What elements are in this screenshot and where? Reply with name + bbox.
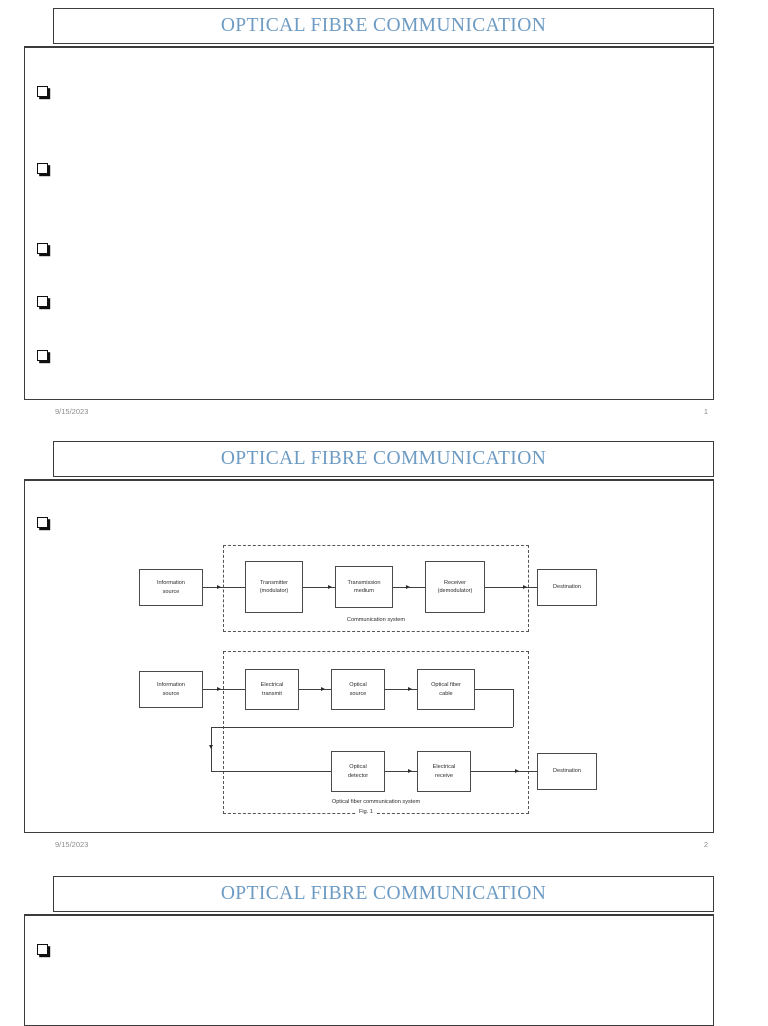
box-label-line-1: Destination [553,584,581,591]
connector-line [385,689,417,690]
footer-page-number: 2 [703,840,708,849]
footer-page-number: 1 [703,407,708,416]
figure-label: Fig. 1 [356,809,376,815]
slide-2-title-box: OPTICAL FIBRE COMMUNICATION [53,441,714,477]
page-title: OPTICAL FIBRE COMMUNICATION [220,15,547,36]
box-label-line-1: Optical [349,764,367,771]
diagram-box-transmitter: Transmitter (modulator) [245,561,303,613]
list-item-bullet-5 [37,350,48,361]
connector-line-wrap-right [513,689,514,727]
diagram-box-information-source: Information source [139,569,203,606]
communication-system-dashed-boundary [223,545,529,632]
optical-fiber-communication-system-diagram: Information source Electrical transmit [25,641,713,841]
arrowhead-icon [515,768,519,773]
connector-line [385,771,417,772]
box-label-line-1: Transmitter [259,579,289,586]
slide-1-body-box [24,46,714,400]
box-label-line-1: Optical [349,682,367,689]
diagram-box-electrical-transmit: Electrical transmit [245,669,299,710]
slide-1: OPTICAL FIBRE COMMUNICATION 9/15/2023 1 [0,0,768,430]
arrowhead-icon [408,686,412,691]
page-title: OPTICAL FIBRE COMMUNICATION [220,883,547,904]
arrowhead-icon [523,584,527,589]
diagram-box-optical-detector: Optical detector [331,751,385,792]
diagram-box-optical-source: Optical source [331,669,385,710]
box-label-line-2: receive [434,772,454,779]
communication-system-diagram: Information source Transmitter (modulato… [25,481,713,701]
diagram-box-transmission-medium: Transmission medium [335,566,393,608]
optical-system-dashed-boundary [223,651,529,814]
slide-3-body-box [24,914,714,1026]
box-label-line-2: (demodulator) [437,588,473,594]
box-label-line-1: Electrical [432,764,456,771]
box-label-line-2: source [162,690,180,697]
connector-line [471,771,537,772]
arrowhead-icon [406,584,410,589]
arrowhead-icon [208,745,213,749]
communication-system-caption: Communication system [346,617,406,623]
list-item-bullet-2 [37,163,48,174]
diagram-box-receiver: Receiver (demodulator) [425,561,485,613]
slide-2-body-box: Information source Transmitter (modulato… [24,479,714,833]
connector-line [485,587,537,588]
connector-line [211,771,331,772]
slide-3: OPTICAL FIBRE COMMUNICATION [0,868,768,1026]
box-label-line-1: Electrical [260,682,284,689]
box-label-line-1: Information [157,682,185,689]
box-label-line-1: Transmission [347,579,381,586]
diagram-box-information-source: Information source [139,671,203,708]
connector-line [299,689,331,690]
diagram-box-optical-fiber-cable: Optical fiber cable [417,669,475,710]
list-item-bullet-3 [37,243,48,254]
box-label-line-2: source [349,690,367,697]
diagram-box-electrical-receive: Electrical receive [417,751,471,792]
arrowhead-icon [217,584,221,589]
arrowhead-icon [328,584,332,589]
connector-line-wrap-down [211,749,212,771]
diagram-box-destination: Destination [537,753,597,790]
slide-1-title-box: OPTICAL FIBRE COMMUNICATION [53,8,714,44]
arrowhead-icon [408,768,412,773]
footer-date: 9/15/2023 [55,840,89,849]
connector-line [203,689,245,690]
arrowhead-icon [217,686,221,691]
page-title: OPTICAL FIBRE COMMUNICATION [220,448,547,469]
connector-line-wrap-bottom [211,727,513,728]
box-label-line-2: source [162,588,180,595]
box-label-line-1: Destination [553,768,581,775]
slide-2: OPTICAL FIBRE COMMUNICATION Information … [0,433,768,865]
diagram-box-destination: Destination [537,569,597,606]
connector-line-wrap-top [475,689,513,690]
box-label-line-1: Information [157,580,185,587]
connector-line-wrap-left [211,727,212,753]
list-item-bullet-1 [37,944,48,955]
box-label-line-1: Receiver [443,579,467,586]
box-label-line-2: medium [354,588,374,594]
list-item-bullet-4 [37,296,48,307]
list-item-bullet-1 [37,86,48,97]
list-item-bullet-1 [37,517,48,528]
box-label-line-1: Optical fiber [431,682,461,689]
box-label-line-2: detector [347,772,369,779]
footer-date: 9/15/2023 [55,407,89,416]
connector-line [303,587,335,588]
box-label-line-2: transmit [262,690,282,697]
slide-3-title-box: OPTICAL FIBRE COMMUNICATION [53,876,714,912]
connector-line [203,587,245,588]
optical-system-caption: Optical fiber communication system [331,799,421,805]
box-label-line-2: (modulator) [259,588,289,594]
box-label-line-2: cable [439,690,453,697]
arrowhead-icon [321,686,325,691]
